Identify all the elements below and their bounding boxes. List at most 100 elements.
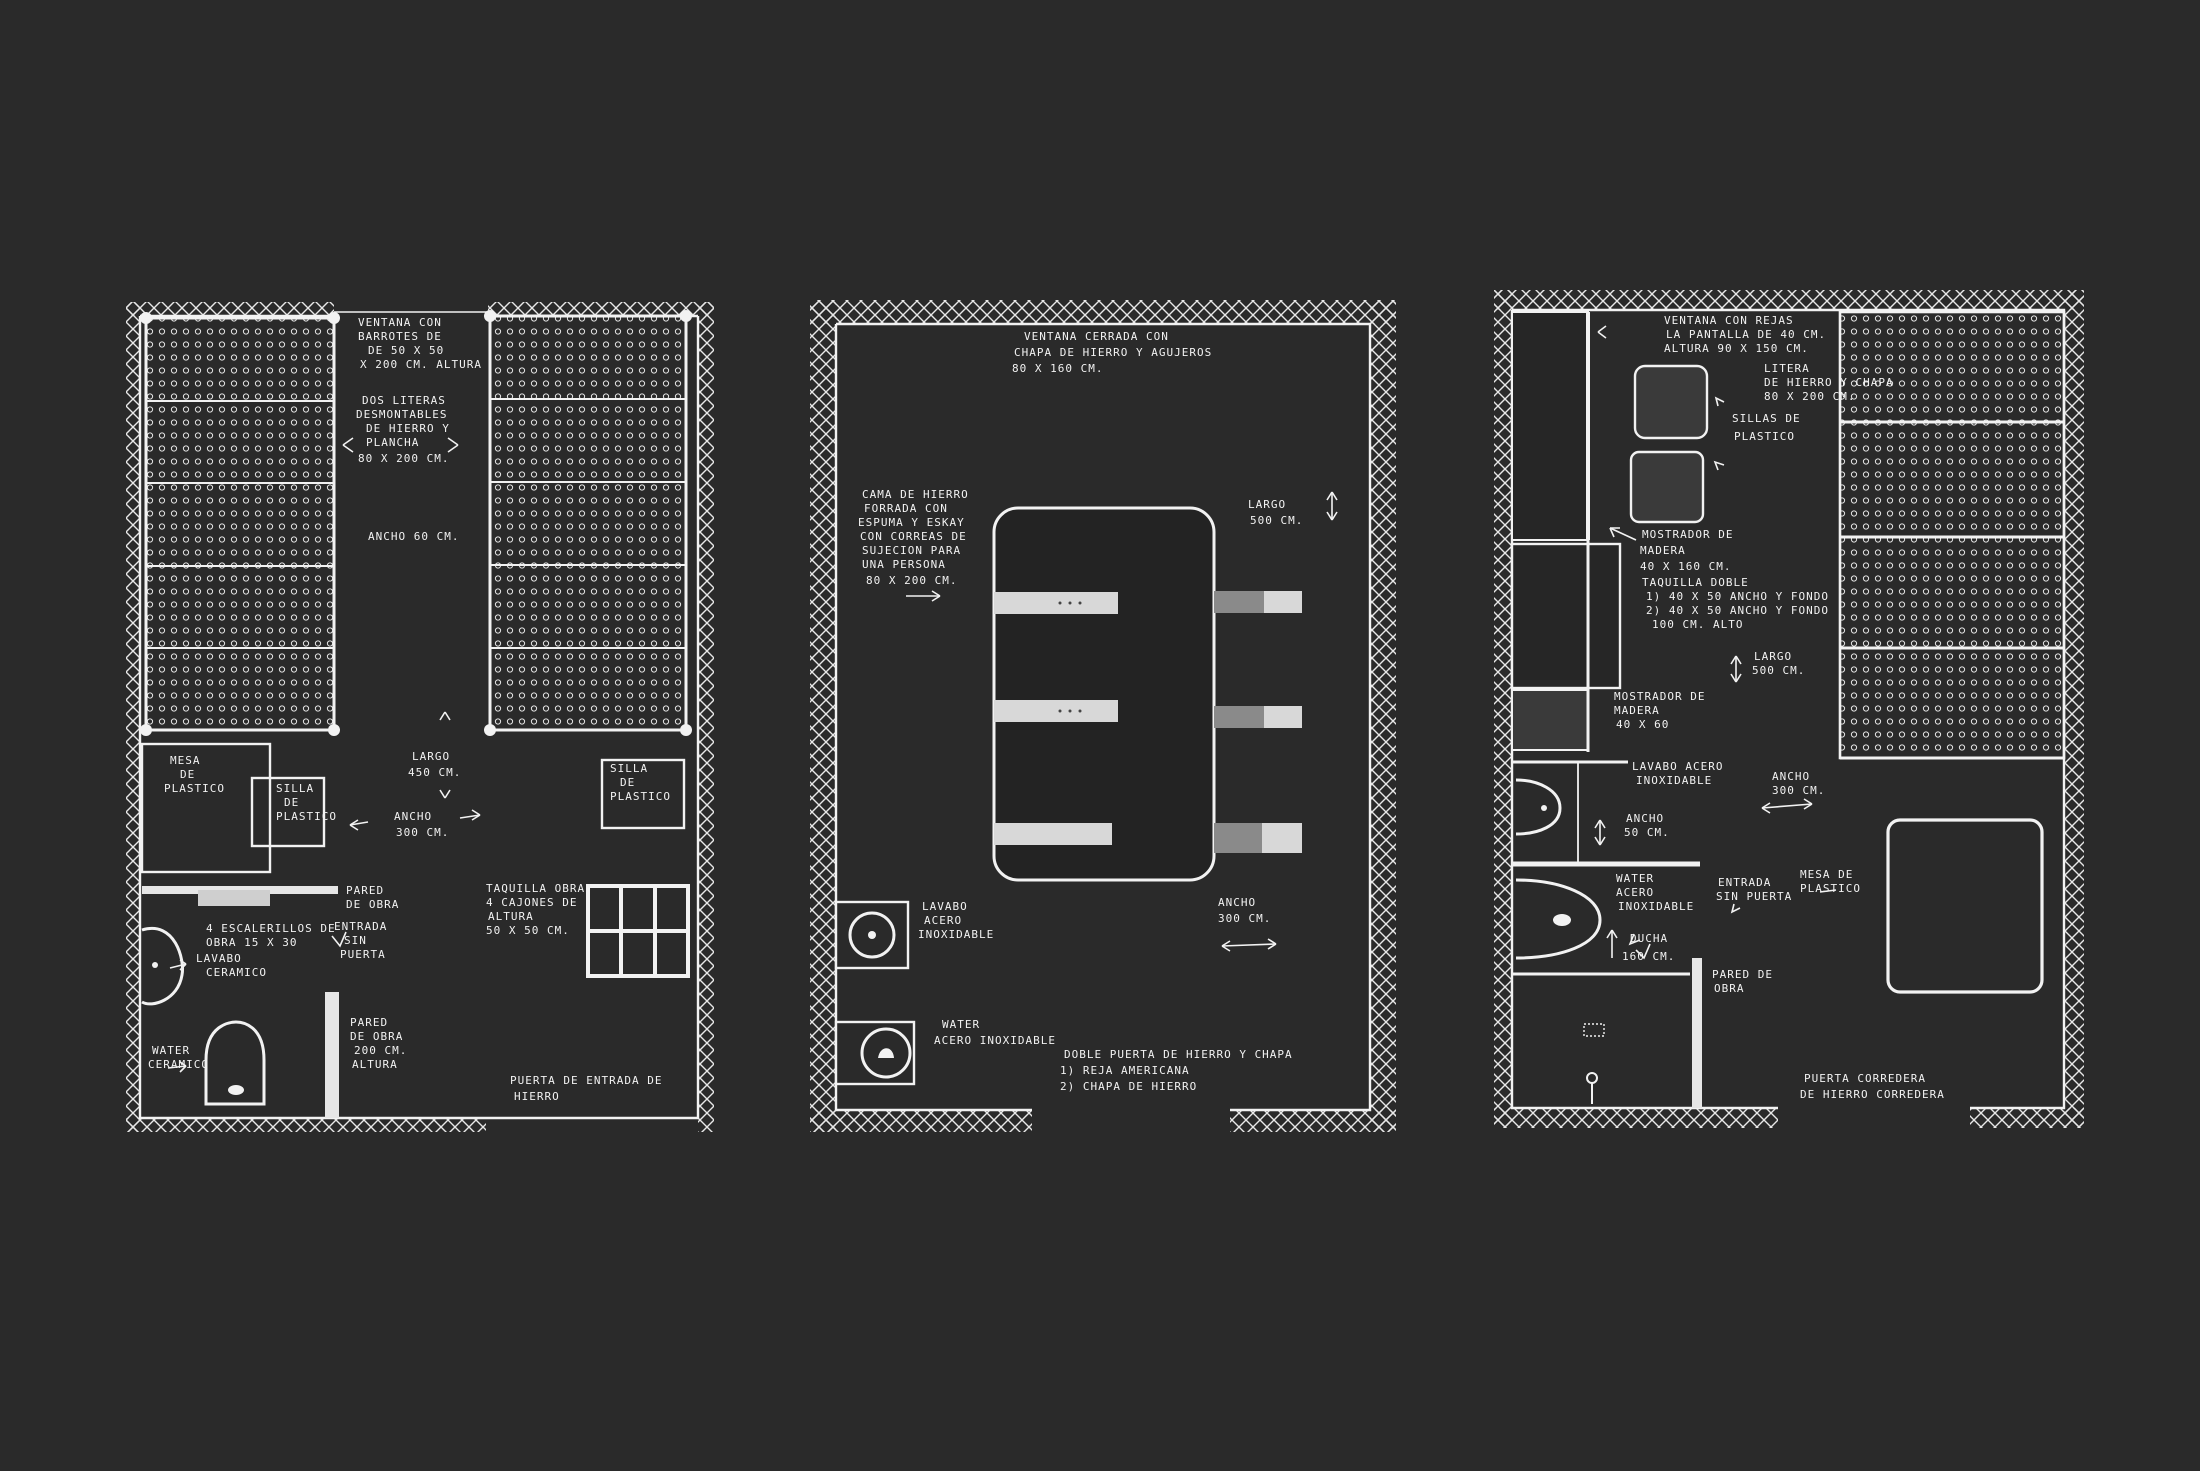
plan-1-label: 4 CAJONES DE (486, 896, 577, 909)
plan-1-label: DE 50 x 50 (368, 344, 444, 357)
plan-1-label: DE OBRA (346, 898, 399, 911)
plan-3-label: TAQUILLA DOBLE (1642, 576, 1749, 589)
plan-1-table (140, 742, 272, 874)
plan-3-label: 100 cm. ALTO (1652, 618, 1743, 631)
plan-2-label: WATER (942, 1018, 980, 1031)
plan-1 (126, 302, 714, 1132)
plan-3 (1494, 290, 2084, 1128)
plan-1-label: ALTURA (352, 1058, 398, 1071)
plan-3-label: SILLAS DE (1732, 412, 1801, 425)
plan-1-label: DE (620, 776, 635, 789)
plan-1-label: CERAMICO (148, 1058, 209, 1071)
plan-1-toilet (204, 1020, 266, 1106)
plan-3-label: MESA DE (1800, 868, 1853, 881)
plan-2-label: ACERO (924, 914, 962, 927)
plan-1-label: TAQUILLA OBRA (486, 882, 585, 895)
plan-1-wall-top-left (126, 302, 334, 316)
plan-1-sink (141, 926, 184, 1006)
plan-2-label: 1) REJA AMERICANA (1060, 1064, 1190, 1077)
plan-1-wall-left (126, 302, 140, 1132)
plan-1-label: 200 cm. (354, 1044, 407, 1057)
plan-2-label: CHAPA DE HIERRO Y AGUJEROS (1014, 346, 1212, 359)
plan-1-label: DE OBRA (350, 1030, 403, 1043)
plan-1-label: 450 cm. (408, 766, 461, 779)
plan-2-label: ANCHO (1218, 896, 1256, 909)
plan-1-label: DE HIERRO Y (366, 422, 450, 435)
plan-3-label: LAVABO ACERO (1632, 760, 1723, 773)
plan-1-label: PARED (350, 1016, 388, 1029)
plan-1-label: 50 x 50 cm. (486, 924, 570, 937)
plan-3-label: VENTANA CON REJAS (1664, 314, 1794, 327)
plan-1-label: PLASTICO (610, 790, 671, 803)
plan-3-wall-left (1494, 290, 1512, 1128)
plan-2-label: DOBLE PUERTA DE HIERRO Y CHAPA (1064, 1048, 1293, 1061)
plan-1-label: 300 cm. (396, 826, 449, 839)
plan-1-label: 80 x 200 cm. (358, 452, 449, 465)
plan-3-label: 40 x 160 cm. (1640, 560, 1731, 573)
plan-2-label: 80 x 200 cm. (866, 574, 957, 587)
plan-2-wall-top (810, 300, 1396, 324)
plan-1-label: 4 ESCALERILLOS DE (206, 922, 336, 935)
plan-1-label: PUERTA DE ENTRADA DE (510, 1074, 662, 1087)
plan-3-label: 2) 40 x 50 ANCHO Y FONDO (1646, 604, 1829, 617)
plan-2-label: CAMA DE HIERRO (862, 488, 969, 501)
plan-3-label: LA PANTALLA DE 40 cm. (1666, 328, 1826, 341)
plan-3-label: 40 x 60 (1616, 718, 1669, 731)
plan-1-wall-top-right (488, 302, 714, 316)
plan-3-label: 500 cm. (1752, 664, 1805, 677)
plan-3-label: ANCHO (1772, 770, 1810, 783)
plan-1-chair-2 (600, 758, 686, 830)
plan-1-label: PLASTICO (276, 810, 337, 823)
plan-3-label: 300 cm. (1772, 784, 1825, 797)
plan-1-label: HIERRO (514, 1090, 560, 1103)
plan-1-label: DE (180, 768, 195, 781)
plan-2-label: INOXIDABLE (918, 928, 994, 941)
plan-1-label: CERAMICO (206, 966, 267, 979)
plan-2-label: 500 cm. (1250, 514, 1303, 527)
plan-2-wall-left (810, 300, 836, 1132)
plan-1-label: SILLA (276, 782, 314, 795)
plan-2-sink (834, 900, 910, 970)
plan-3-label: PLASTICO (1734, 430, 1795, 443)
plan-2-label: 80 x 160 cm. (1012, 362, 1103, 375)
plan-2-label: LAVABO (922, 900, 968, 913)
plan-3-toilet (1515, 878, 1602, 960)
plan-1-label: SILLA (610, 762, 648, 775)
plan-1-label: BARROTES DE (358, 330, 442, 343)
plan-1-wall-vertical (325, 992, 339, 1118)
plan-1-label: LARGO (412, 750, 450, 763)
plan-2-bed (992, 506, 1302, 882)
plan-3-label: 1) 40 x 50 ANCHO Y FONDO (1646, 590, 1829, 603)
plan-3-chair-2 (1629, 450, 1705, 524)
plan-1-label: DE (284, 796, 299, 809)
plan-3-label: INOXIDABLE (1636, 774, 1712, 787)
plan-3-label: PUERTA CORREDERA (1804, 1072, 1926, 1085)
plan-1-locker (586, 884, 690, 978)
plan-3-label: 80 x 200 cm. (1764, 390, 1855, 403)
plan-3-table (1886, 818, 2044, 994)
plan-1-label: x 200 cm. ALTURA (360, 358, 482, 371)
plan-3-label: SIN PUERTA (1716, 890, 1792, 903)
plan-2-label: UNA PERSONA (862, 558, 946, 571)
plan-1-bunk-right (484, 310, 692, 736)
plan-3-label: DUCHA (1630, 932, 1668, 945)
plan-2-toilet (834, 1020, 916, 1086)
plan-2-label: FORRADA CON (864, 502, 948, 515)
plan-2-label: SUJECION PARA (862, 544, 961, 557)
plan-2-wall-bottom-right (1230, 1110, 1396, 1132)
plan-1-label: PUERTA (340, 948, 386, 961)
plan-1-label: DOS LITERAS (362, 394, 446, 407)
plan-3-label: LARGO (1754, 650, 1792, 663)
plan-3-label: LITERA (1764, 362, 1810, 375)
plan-3-label: MADERA (1614, 704, 1660, 717)
plan-1-chair-1 (250, 776, 326, 848)
plan-3-label: DE HIERRO Y CHAPA (1764, 376, 1894, 389)
plan-2-label: ESPUMA Y ESKAY (858, 516, 965, 529)
plan-3-counter-small (1511, 689, 1589, 751)
plan-3-label: 160 cm. (1622, 950, 1675, 963)
plan-3-wall-top (1494, 290, 2084, 310)
plan-2-label: VENTANA CERRADA CON (1024, 330, 1169, 343)
